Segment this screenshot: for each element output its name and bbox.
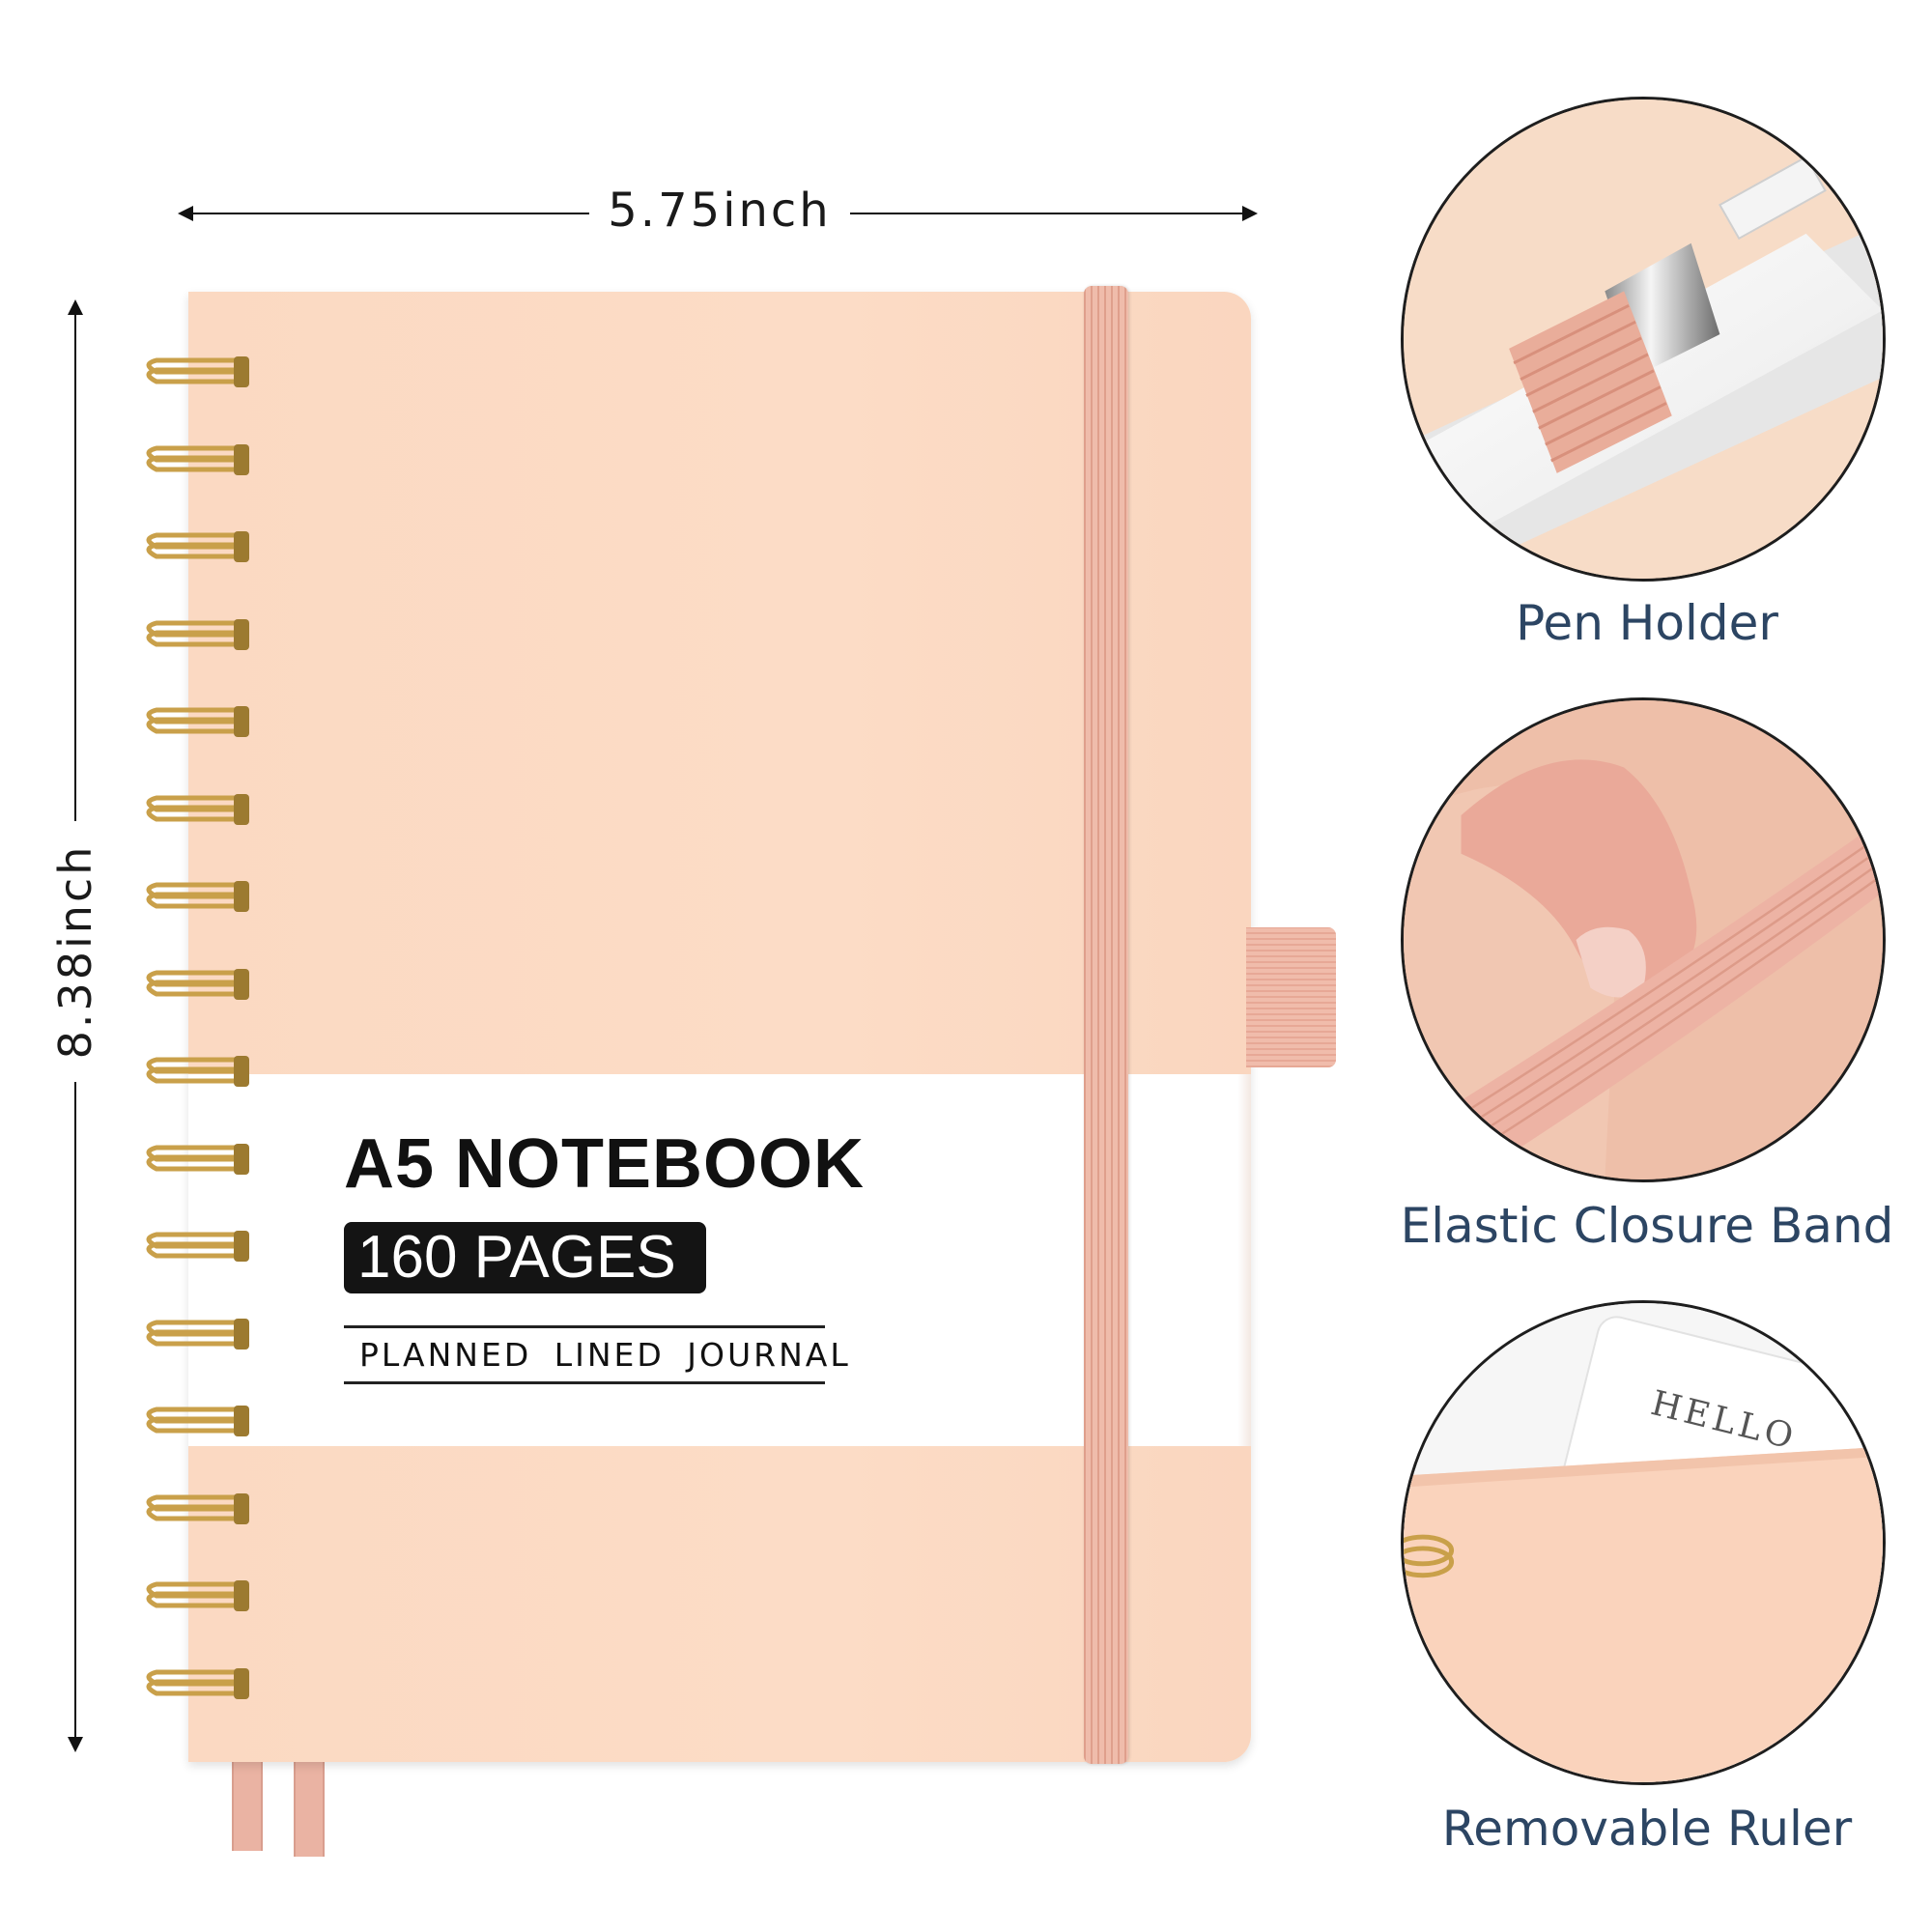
removable-ruler-detail: HELLO 0 [1401,1300,1886,1785]
spiral-ring [137,440,251,479]
spiral-ring [137,1227,251,1265]
spiral-ring-icon [146,443,249,475]
spiral-ring-icon [146,618,249,650]
pen-holder-detail [1401,97,1886,582]
bookmark-ribbon [294,1748,325,1857]
spiral-ring [137,1664,251,1703]
spiral-ring-icon [146,881,249,912]
divider-line [344,1381,825,1384]
elastic-band-icon [1404,700,1883,1179]
spiral-ring-icon [146,1492,249,1524]
notebook-title: A5 NOTEBOOK [344,1125,866,1203]
spiral-ring-icon [146,968,249,1000]
spiral-ring-icon [146,1231,249,1262]
spiral-ring-icon [146,531,249,562]
spiral-ring [137,1315,251,1353]
spiral-ring-icon [146,793,249,825]
spiral-ring [137,1052,251,1091]
spiral-ring [137,1490,251,1528]
feature-caption: Elastic Closure Band [1400,1198,1894,1254]
spiral-ring [137,702,251,741]
pen-holder-icon [1404,99,1883,579]
spiral-ring [137,965,251,1004]
pen-loop [1246,927,1336,1067]
spiral-ring-icon [146,706,249,737]
spiral-ring [137,1577,251,1615]
spiral-ring [137,615,251,654]
notebook-subtitle: PLANNED LINED JOURNAL [359,1336,851,1374]
spiral-ring-icon [146,1143,249,1175]
spiral-ring-icon [146,1580,249,1611]
bookmark-ribbon [232,1748,263,1851]
width-dimension-label: 5.75inch [589,180,850,242]
elastic-band-detail [1401,697,1886,1182]
divider-line [344,1325,825,1328]
spiral-ring [137,1402,251,1440]
ruler-icon: HELLO 0 [1404,1303,1883,1782]
spiral-ring [137,790,251,829]
spiral-ring-icon [146,1406,249,1436]
feature-caption: Removable Ruler [1441,1801,1853,1857]
height-dimension-label: 8.38inch [44,821,106,1082]
elastic-closure-band [1084,286,1128,1764]
spiral-ring [137,527,251,566]
pages-badge: 160 PAGES [344,1222,706,1293]
spiral-ring-icon [146,1667,249,1699]
notebook-cover [188,292,1251,1762]
feature-caption: Pen Holder [1516,595,1778,651]
spiral-ring-icon [146,356,249,387]
spiral-ring [137,353,251,391]
spiral-ring-icon [146,1318,249,1350]
spiral-ring-icon [146,1056,249,1087]
spiral-ring [137,1140,251,1179]
spiral-ring [137,877,251,916]
